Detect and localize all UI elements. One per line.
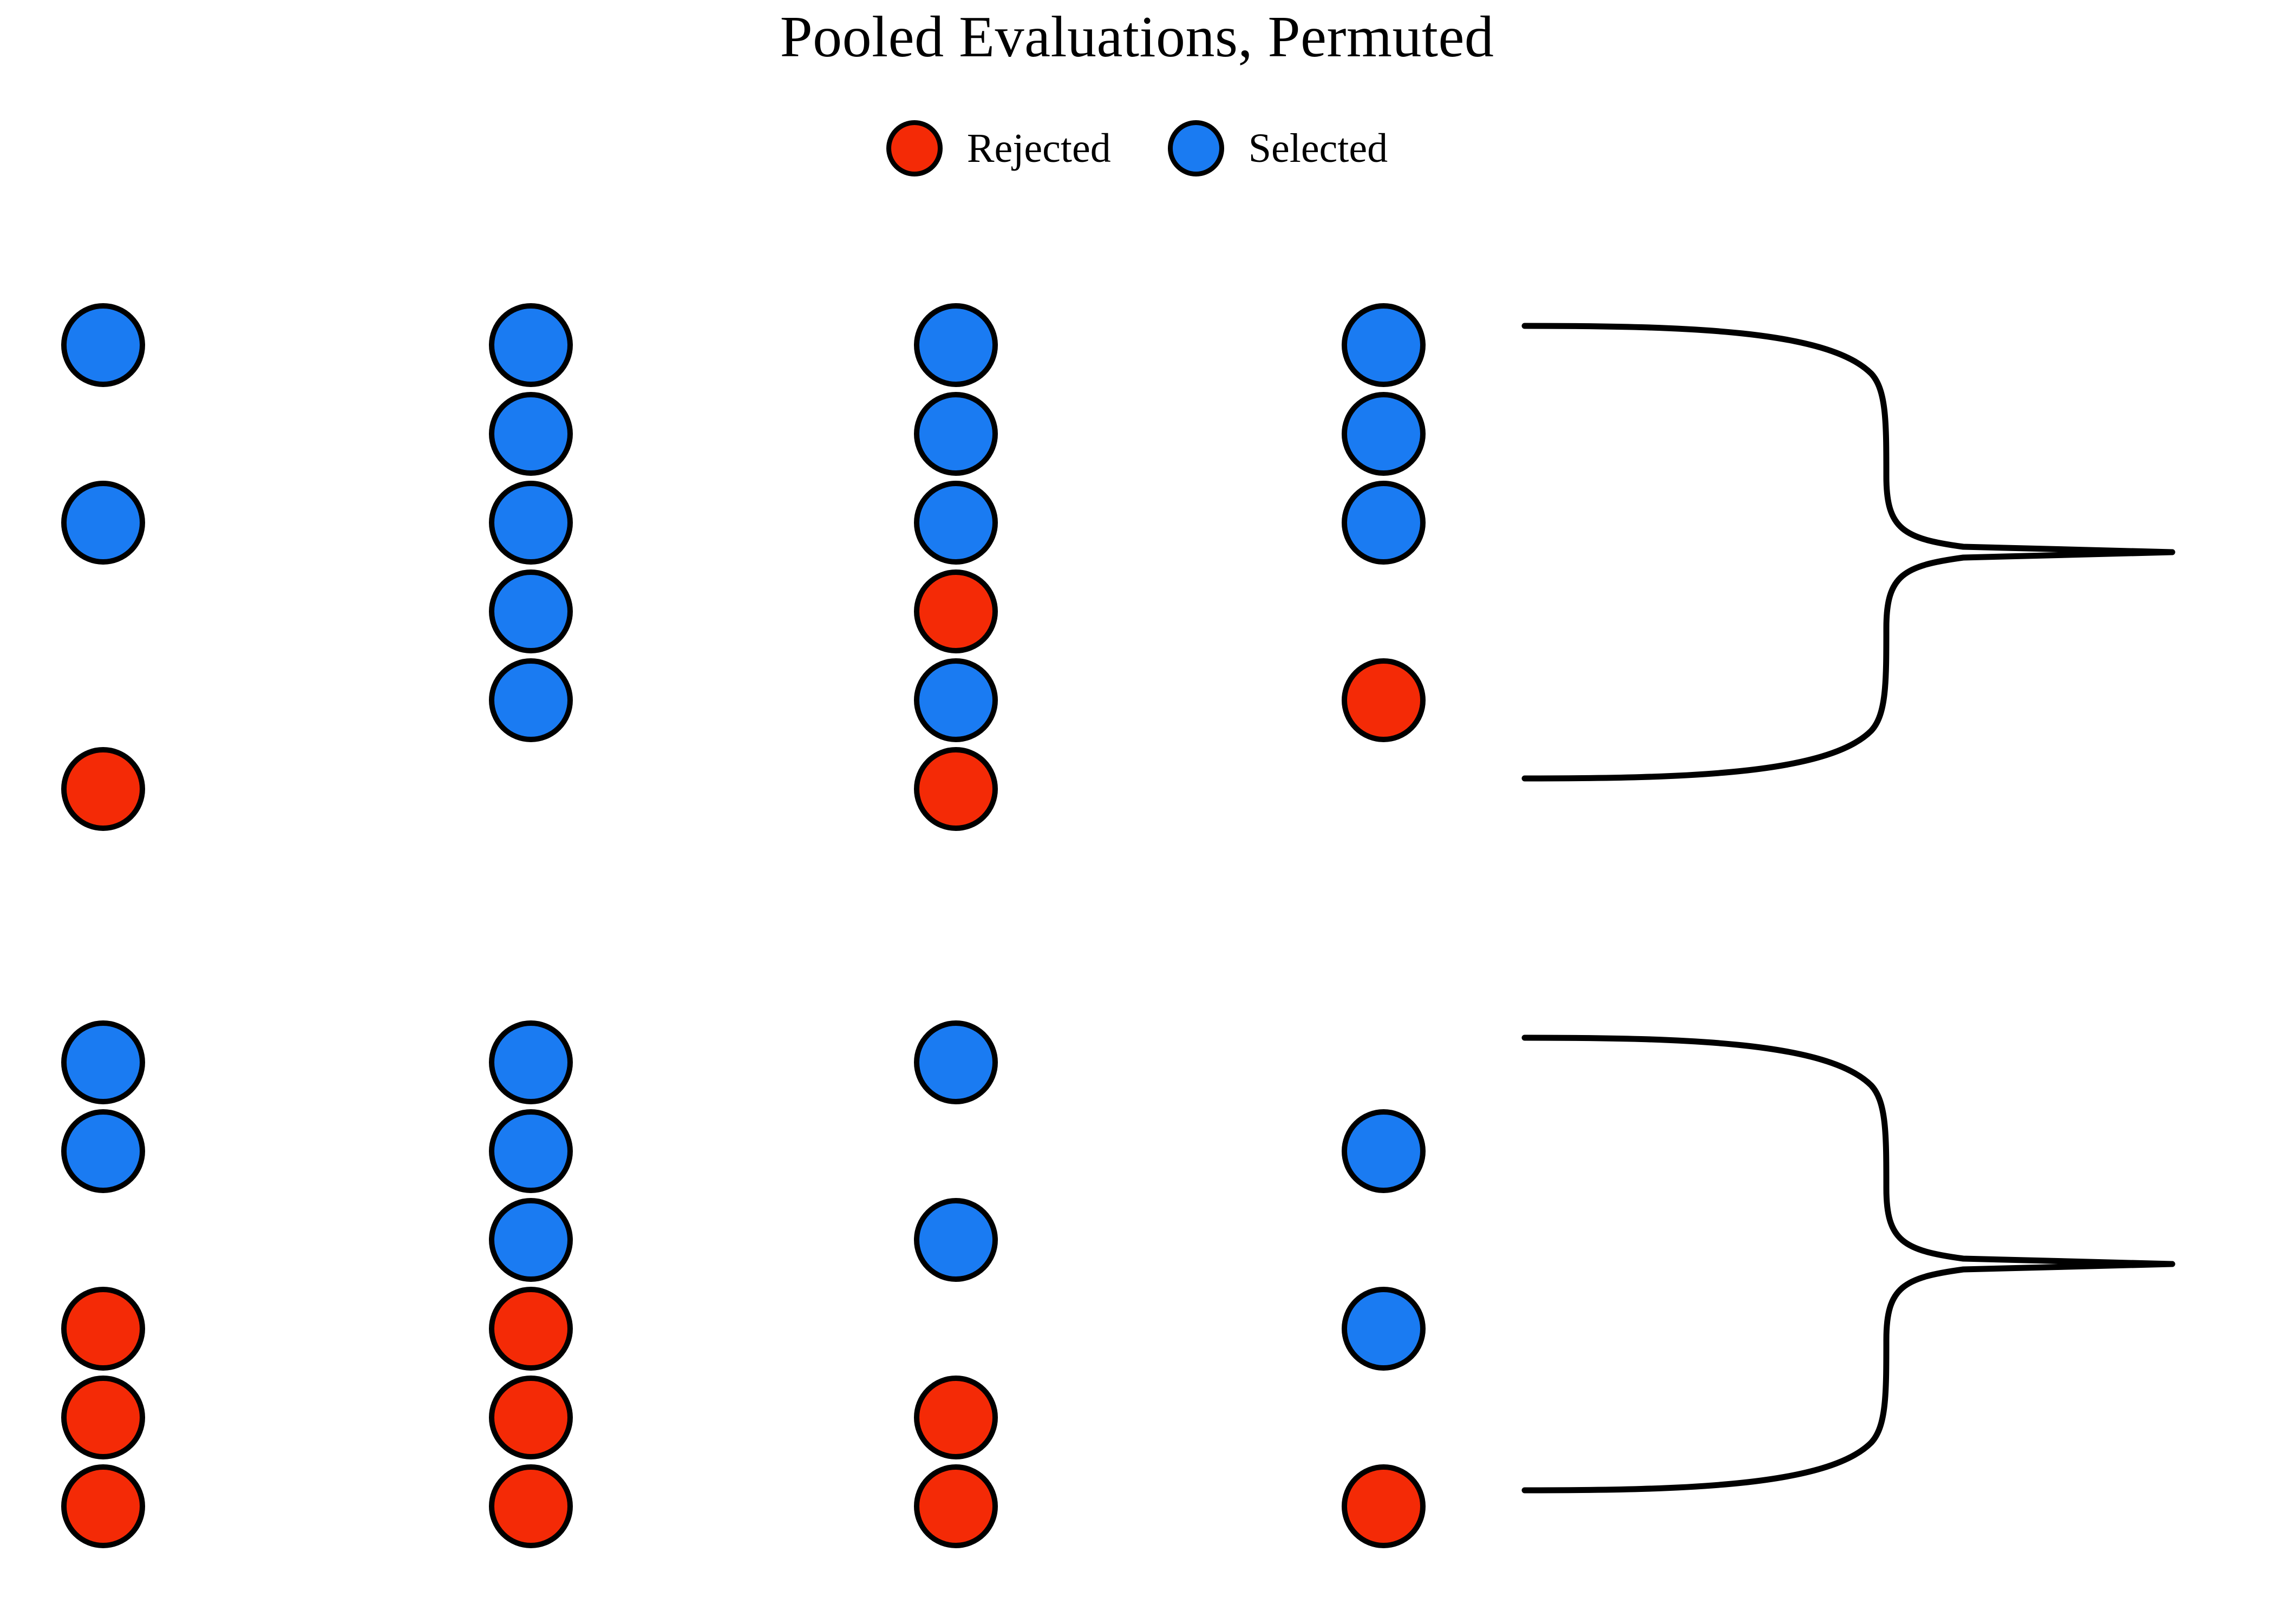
group-top-column-2-slot-4 [489, 569, 573, 653]
selected-dot[interactable] [61, 1109, 145, 1193]
page-title: Pooled Evaluations, Permuted [780, 5, 1494, 69]
group-top-column-3-slot-1 [914, 303, 998, 387]
group-top-column-3-slot-2 [914, 392, 998, 476]
group-bottom-column-4-slot-6 [1342, 1464, 1426, 1548]
group-bottom-column-4-slot-1 [1342, 1020, 1426, 1104]
selected-dot[interactable] [1342, 481, 1426, 565]
rejected-dot[interactable] [489, 1464, 573, 1548]
selected-dot[interactable] [61, 1020, 145, 1104]
rejected-dot[interactable] [1342, 658, 1426, 742]
group-bottom-brace [1521, 1026, 2180, 1502]
rejected-dot[interactable] [1342, 1464, 1426, 1548]
rejected-dot[interactable] [489, 1376, 573, 1459]
group-top-column-1-slot-4 [61, 569, 145, 653]
rejected-dot[interactable] [914, 1464, 998, 1548]
group-bottom-column-3-slot-1 [914, 1020, 998, 1104]
selected-dot[interactable] [914, 1020, 998, 1104]
legend-label-selected: Selected [1248, 125, 1388, 171]
group-top-column-3-slot-6 [914, 747, 998, 831]
group-bottom-column-4-slot-5 [1342, 1376, 1426, 1459]
group-bottom-column-2-slot-6 [489, 1464, 573, 1548]
rejected-dot[interactable] [61, 1464, 145, 1548]
group-bottom-column-2-slot-5 [489, 1376, 573, 1459]
group-bottom-column-3-slot-2 [914, 1109, 998, 1193]
group-bottom-column-1-slot-1 [61, 1020, 145, 1104]
group-top-column-4-slot-5 [1342, 658, 1426, 742]
group-top-brace [1521, 314, 2180, 790]
group-bottom-column-4-slot-2 [1342, 1109, 1426, 1193]
group-bottom-column-3-slot-6 [914, 1464, 998, 1548]
group-top-column-4-slot-4 [1342, 569, 1426, 653]
group-bottom-column-2-slot-2 [489, 1109, 573, 1193]
group-top-column-4-slot-6 [1342, 747, 1426, 831]
group-bottom-column-2-slot-4 [489, 1287, 573, 1371]
rejected-dot[interactable] [61, 1287, 145, 1371]
group-top-column-2-slot-1 [489, 303, 573, 387]
selected-dot[interactable] [61, 303, 145, 387]
rejected-dot[interactable] [914, 747, 998, 831]
selected-dot[interactable] [489, 481, 573, 565]
group-top [0, 303, 1516, 839]
legend-label-rejected: Rejected [966, 125, 1111, 171]
group-top-column-2-slot-3 [489, 481, 573, 565]
legend-item-rejected: Rejected [886, 120, 1111, 176]
rejected-dot[interactable] [61, 1376, 145, 1459]
selected-dot[interactable] [489, 1020, 573, 1104]
selected-dot[interactable] [914, 392, 998, 476]
group-top-column-1-slot-5 [61, 658, 145, 742]
selected-dot[interactable] [489, 1198, 573, 1282]
selected-dot[interactable] [489, 658, 573, 742]
rejected-swatch-icon [886, 120, 943, 176]
group-bottom [0, 1020, 1516, 1556]
group-top-column-2-slot-6 [489, 747, 573, 831]
group-top-column-4-slot-1 [1342, 303, 1426, 387]
group-bottom-column-3-slot-5 [914, 1376, 998, 1459]
selected-dot[interactable] [1342, 1287, 1426, 1371]
selected-swatch-icon [1167, 120, 1224, 176]
group-bottom-column-1-slot-2 [61, 1109, 145, 1193]
selected-dot[interactable] [61, 481, 145, 565]
rejected-dot[interactable] [61, 747, 145, 831]
legend-item-selected: Selected [1167, 120, 1388, 176]
group-bottom-column-1-slot-4 [61, 1287, 145, 1371]
legend: Rejected Selected [0, 120, 2274, 176]
group-top-column-1-slot-1 [61, 303, 145, 387]
group-top-column-2-slot-5 [489, 658, 573, 742]
group-top-column-3-slot-5 [914, 658, 998, 742]
selected-dot[interactable] [1342, 1109, 1426, 1193]
group-top-column-1-slot-6 [61, 747, 145, 831]
selected-dot[interactable] [1342, 303, 1426, 387]
group-bottom-column-4-slot-4 [1342, 1287, 1426, 1371]
group-bottom-column-2-slot-3 [489, 1198, 573, 1282]
selected-dot[interactable] [914, 481, 998, 565]
selected-dot[interactable] [489, 303, 573, 387]
group-bottom-column-1-slot-6 [61, 1464, 145, 1548]
selected-dot[interactable] [489, 1109, 573, 1193]
selected-dot[interactable] [489, 569, 573, 653]
selected-dot[interactable] [914, 1198, 998, 1282]
selected-dot[interactable] [914, 658, 998, 742]
group-top-column-2-slot-2 [489, 392, 573, 476]
group-top-column-1-slot-3 [61, 481, 145, 565]
group-bottom-column-4-slot-3 [1342, 1198, 1426, 1282]
group-top-column-1-slot-2 [61, 392, 145, 476]
group-bottom-column-3-slot-4 [914, 1287, 998, 1371]
selected-dot[interactable] [914, 303, 998, 387]
group-bottom-column-1-slot-5 [61, 1376, 145, 1459]
selected-dot[interactable] [1342, 392, 1426, 476]
group-top-column-3-slot-3 [914, 481, 998, 565]
selected-dot[interactable] [489, 392, 573, 476]
group-top-column-4-slot-3 [1342, 481, 1426, 565]
rejected-dot[interactable] [914, 569, 998, 653]
rejected-dot[interactable] [914, 1376, 998, 1459]
rejected-dot[interactable] [489, 1287, 573, 1371]
group-top-column-4-slot-2 [1342, 392, 1426, 476]
group-bottom-column-2-slot-1 [489, 1020, 573, 1104]
group-bottom-column-1-slot-3 [61, 1198, 145, 1282]
group-top-column-3-slot-4 [914, 569, 998, 653]
group-bottom-column-3-slot-3 [914, 1198, 998, 1282]
